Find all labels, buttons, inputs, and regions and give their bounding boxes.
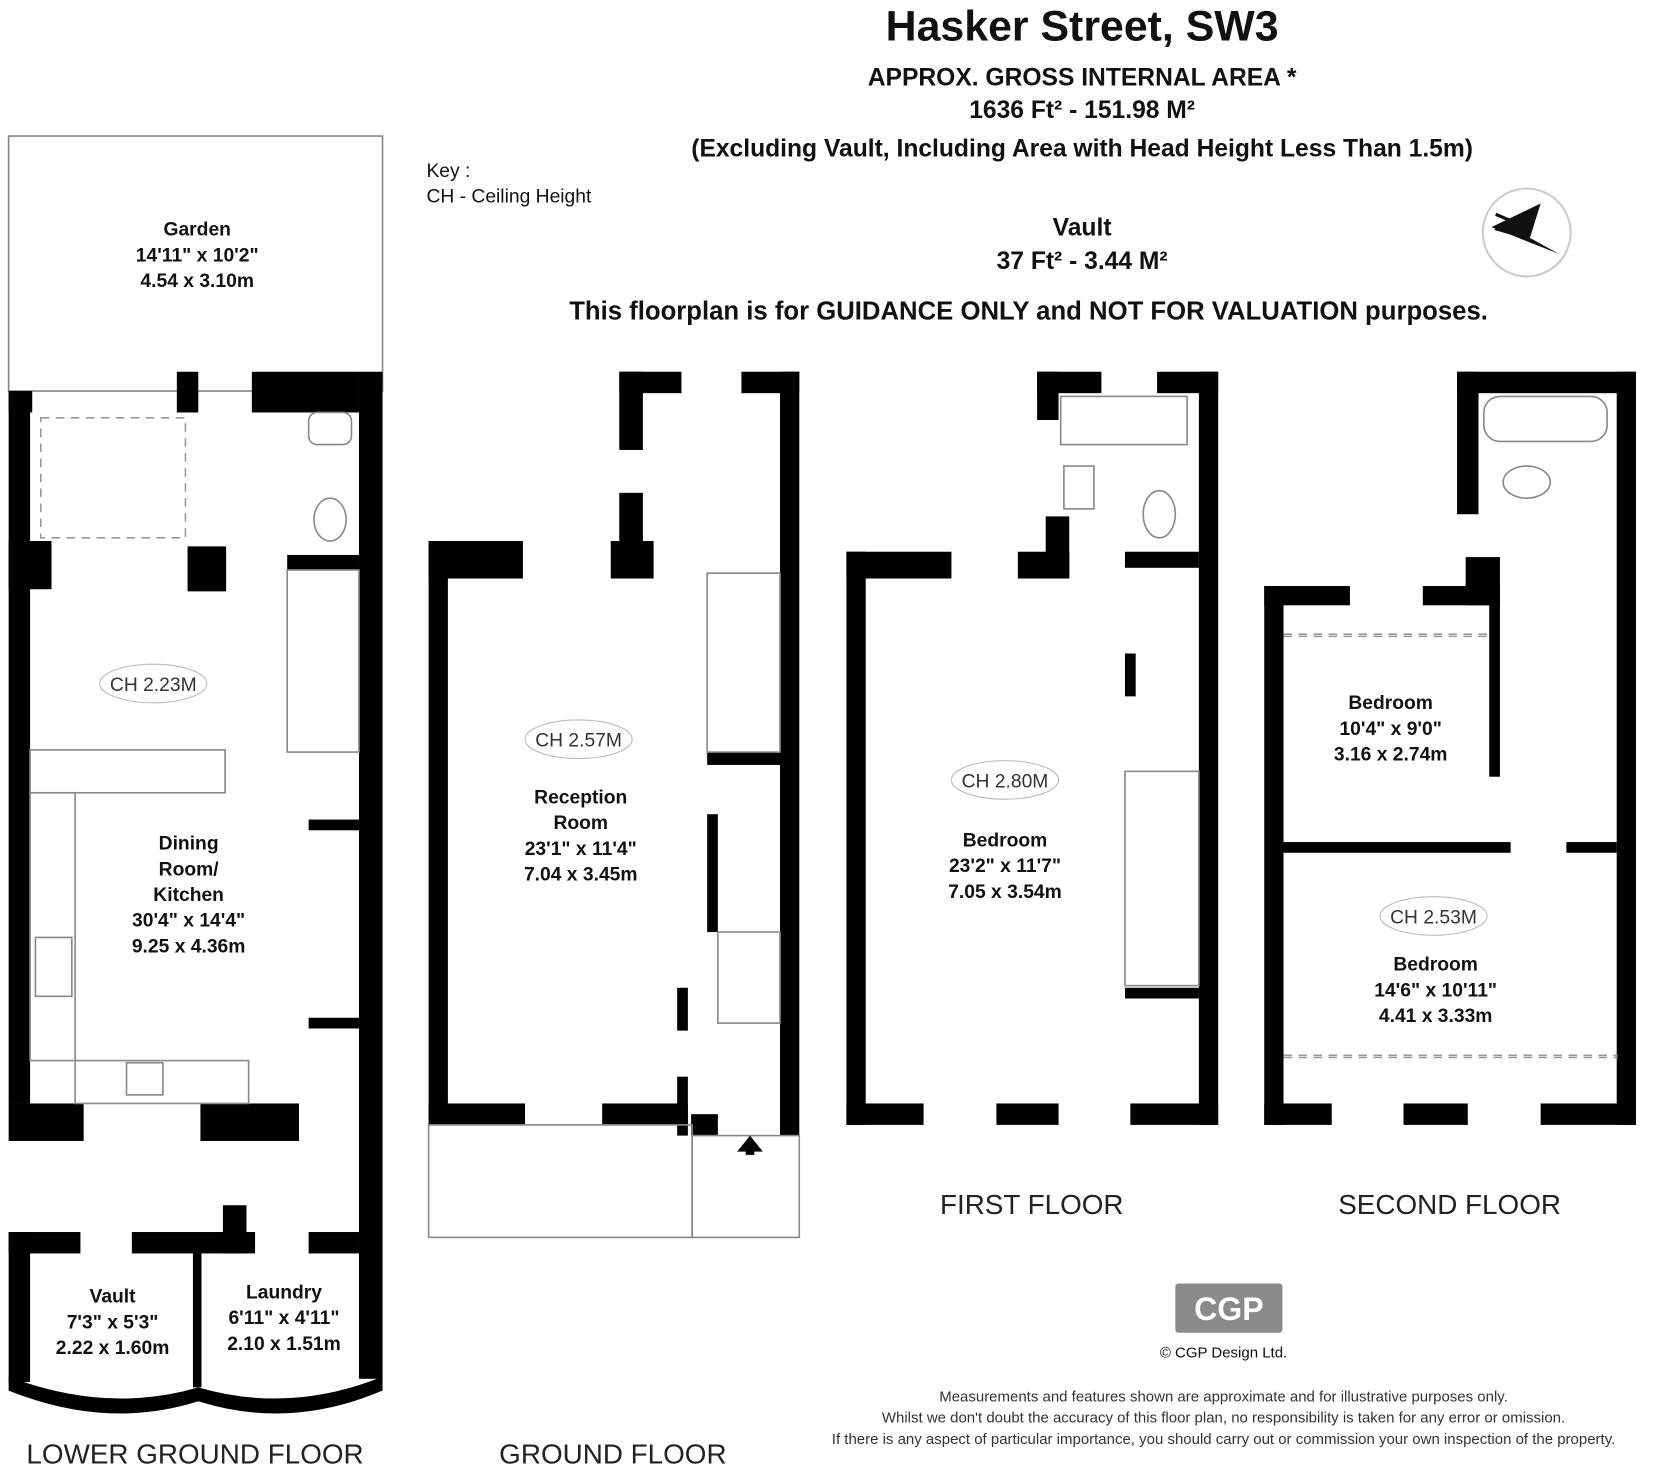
second-bedroom-large-metric: 4.41 x 3.33m: [1379, 1006, 1493, 1027]
ch-badge-lower: [99, 663, 208, 704]
ch-badge-ground: [524, 719, 633, 760]
property-title: Hasker Street, SW3: [886, 3, 1279, 51]
area-note: (Excluding Vault, Including Area with He…: [691, 135, 1473, 162]
disclaimer-line-2: Whilst we don't doubt the accuracy of th…: [882, 1410, 1565, 1427]
area-heading: APPROX. GROSS INTERNAL AREA *: [868, 65, 1297, 92]
vault-value: 37 Ft² - 3.44 M²: [997, 248, 1168, 275]
dining-metric: 9.25 x 4.36m: [132, 936, 246, 957]
second-bedroom-large-name: Bedroom: [1393, 955, 1478, 976]
north-arrow-icon: [1481, 187, 1572, 278]
lower-ground-floor-plan: [7, 135, 384, 1414]
reception-name-2: Room: [553, 813, 608, 834]
floor-label-second: SECOND FLOOR: [1338, 1189, 1561, 1220]
dining-name-2: Room/: [159, 859, 220, 880]
first-floor-plan: [846, 371, 1219, 1125]
first-bedroom-imperial: 23'2" x 11'7": [949, 856, 1061, 877]
ch-lower-ground: CH 2.23M: [110, 675, 197, 696]
ch-ground: CH 2.57M: [535, 731, 622, 752]
second-bedroom-small-name: Bedroom: [1348, 693, 1433, 714]
laundry-imperial: 6'11" x 4'11": [228, 1308, 339, 1329]
first-bedroom-name: Bedroom: [963, 830, 1048, 851]
garden-name: Garden: [163, 220, 230, 241]
floor-label-lower-ground: LOWER GROUND FLOOR: [26, 1438, 363, 1469]
vault-name: Vault: [90, 1287, 137, 1308]
dining-name-1: Dining: [159, 834, 219, 855]
garden-imperial: 14'11" x 10'2": [136, 245, 259, 266]
second-bedroom-small-metric: 3.16 x 2.74m: [1334, 745, 1448, 766]
ground-floor-plan: [427, 371, 801, 1239]
key-item: CH - Ceiling Height: [426, 186, 592, 207]
dining-imperial: 30'4" x 14'4": [132, 911, 245, 932]
second-bedroom-small-imperial: 10'4" x 9'0": [1339, 719, 1441, 740]
ch-first: CH 2.80M: [962, 771, 1049, 792]
laundry-name: Laundry: [246, 1282, 322, 1303]
laundry-metric: 2.10 x 1.51m: [227, 1334, 341, 1355]
copyright: © CGP Design Ltd.: [1160, 1344, 1287, 1361]
dining-name-3: Kitchen: [153, 885, 224, 906]
ch-badge-first: [950, 760, 1060, 800]
second-floor-plan: [1264, 371, 1636, 1125]
vault-imperial: 7'3" x 5'3": [67, 1312, 159, 1333]
reception-imperial: 23'1" x 11'4": [525, 839, 637, 860]
floor-label-ground: GROUND FLOOR: [499, 1438, 726, 1469]
key-title: Key :: [426, 161, 470, 182]
ch-badge-second: [1379, 896, 1488, 936]
vault-heading: Vault: [1053, 215, 1112, 242]
ch-second: CH 2.53M: [1390, 907, 1477, 928]
second-bedroom-large-imperial: 14'6" x 10'11": [1374, 980, 1497, 1001]
area-value: 1636 Ft² - 151.98 M²: [969, 97, 1195, 124]
cgp-logo: CGP: [1175, 1283, 1283, 1333]
cgp-logo-text: CGP: [1194, 1291, 1264, 1327]
disclaimer-line-1: Measurements and features shown are appr…: [939, 1388, 1508, 1405]
vault-metric: 2.22 x 1.60m: [56, 1338, 170, 1359]
first-bedroom-metric: 7.05 x 3.54m: [948, 882, 1062, 903]
entrance-arrow-icon: [737, 1135, 763, 1155]
guidance-note: This floorplan is for GUIDANCE ONLY and …: [569, 297, 1488, 325]
reception-metric: 7.04 x 3.45m: [524, 865, 638, 886]
disclaimer-line-3: If there is any aspect of particular imp…: [832, 1431, 1615, 1448]
reception-name-1: Reception: [534, 787, 627, 808]
floor-label-first: FIRST FLOOR: [940, 1189, 1124, 1220]
garden-metric: 4.54 x 3.10m: [140, 271, 254, 292]
